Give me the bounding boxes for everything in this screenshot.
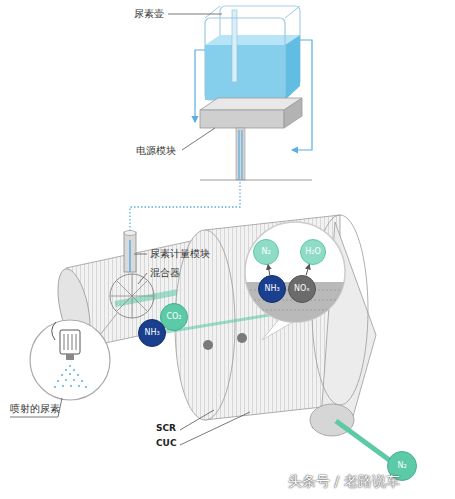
reactant-molecule: NOₓ bbox=[288, 275, 316, 303]
circle-shape bbox=[161, 304, 188, 331]
circle-shape bbox=[254, 240, 279, 265]
circle-shape bbox=[289, 276, 316, 303]
part-label: 电源模块 bbox=[136, 145, 176, 156]
urea-tank bbox=[195, 6, 312, 150]
formula-text: NH₃ bbox=[264, 285, 279, 293]
product-molecule: N₂ bbox=[253, 239, 279, 265]
reaction-callout bbox=[240, 222, 350, 340]
watermark: 头条号 / 老路说车 bbox=[288, 474, 400, 489]
part-label: 喷射的尿素 bbox=[10, 403, 60, 414]
leader-lines bbox=[10, 14, 250, 445]
part-label: 尿素壶 bbox=[134, 8, 164, 19]
formula-text: N₂ bbox=[261, 248, 270, 256]
part-label: CUC bbox=[156, 439, 177, 449]
circle-shape bbox=[301, 240, 326, 265]
circle-shape bbox=[259, 276, 286, 303]
ammonia-molecule: NH₃ bbox=[138, 319, 166, 347]
injector-callout bbox=[30, 312, 118, 400]
circle-shape bbox=[139, 320, 166, 347]
formula-text: NOₓ bbox=[294, 285, 310, 293]
formula-text: N₂ bbox=[397, 462, 406, 470]
part-label: 混合器 bbox=[150, 267, 180, 278]
part-label: SCR bbox=[156, 424, 176, 434]
reactant-molecule: NH₃ bbox=[258, 275, 286, 303]
formula-text: CO₂ bbox=[166, 313, 181, 321]
reaction-arrow bbox=[306, 264, 309, 275]
formula-text: NH₃ bbox=[144, 329, 159, 337]
product-molecule: H₂O bbox=[300, 239, 326, 265]
part-label: 尿素计量模块 bbox=[150, 248, 210, 259]
power-module bbox=[200, 98, 312, 180]
reaction-arrow bbox=[268, 265, 270, 275]
formula-text: H₂O bbox=[305, 248, 321, 256]
